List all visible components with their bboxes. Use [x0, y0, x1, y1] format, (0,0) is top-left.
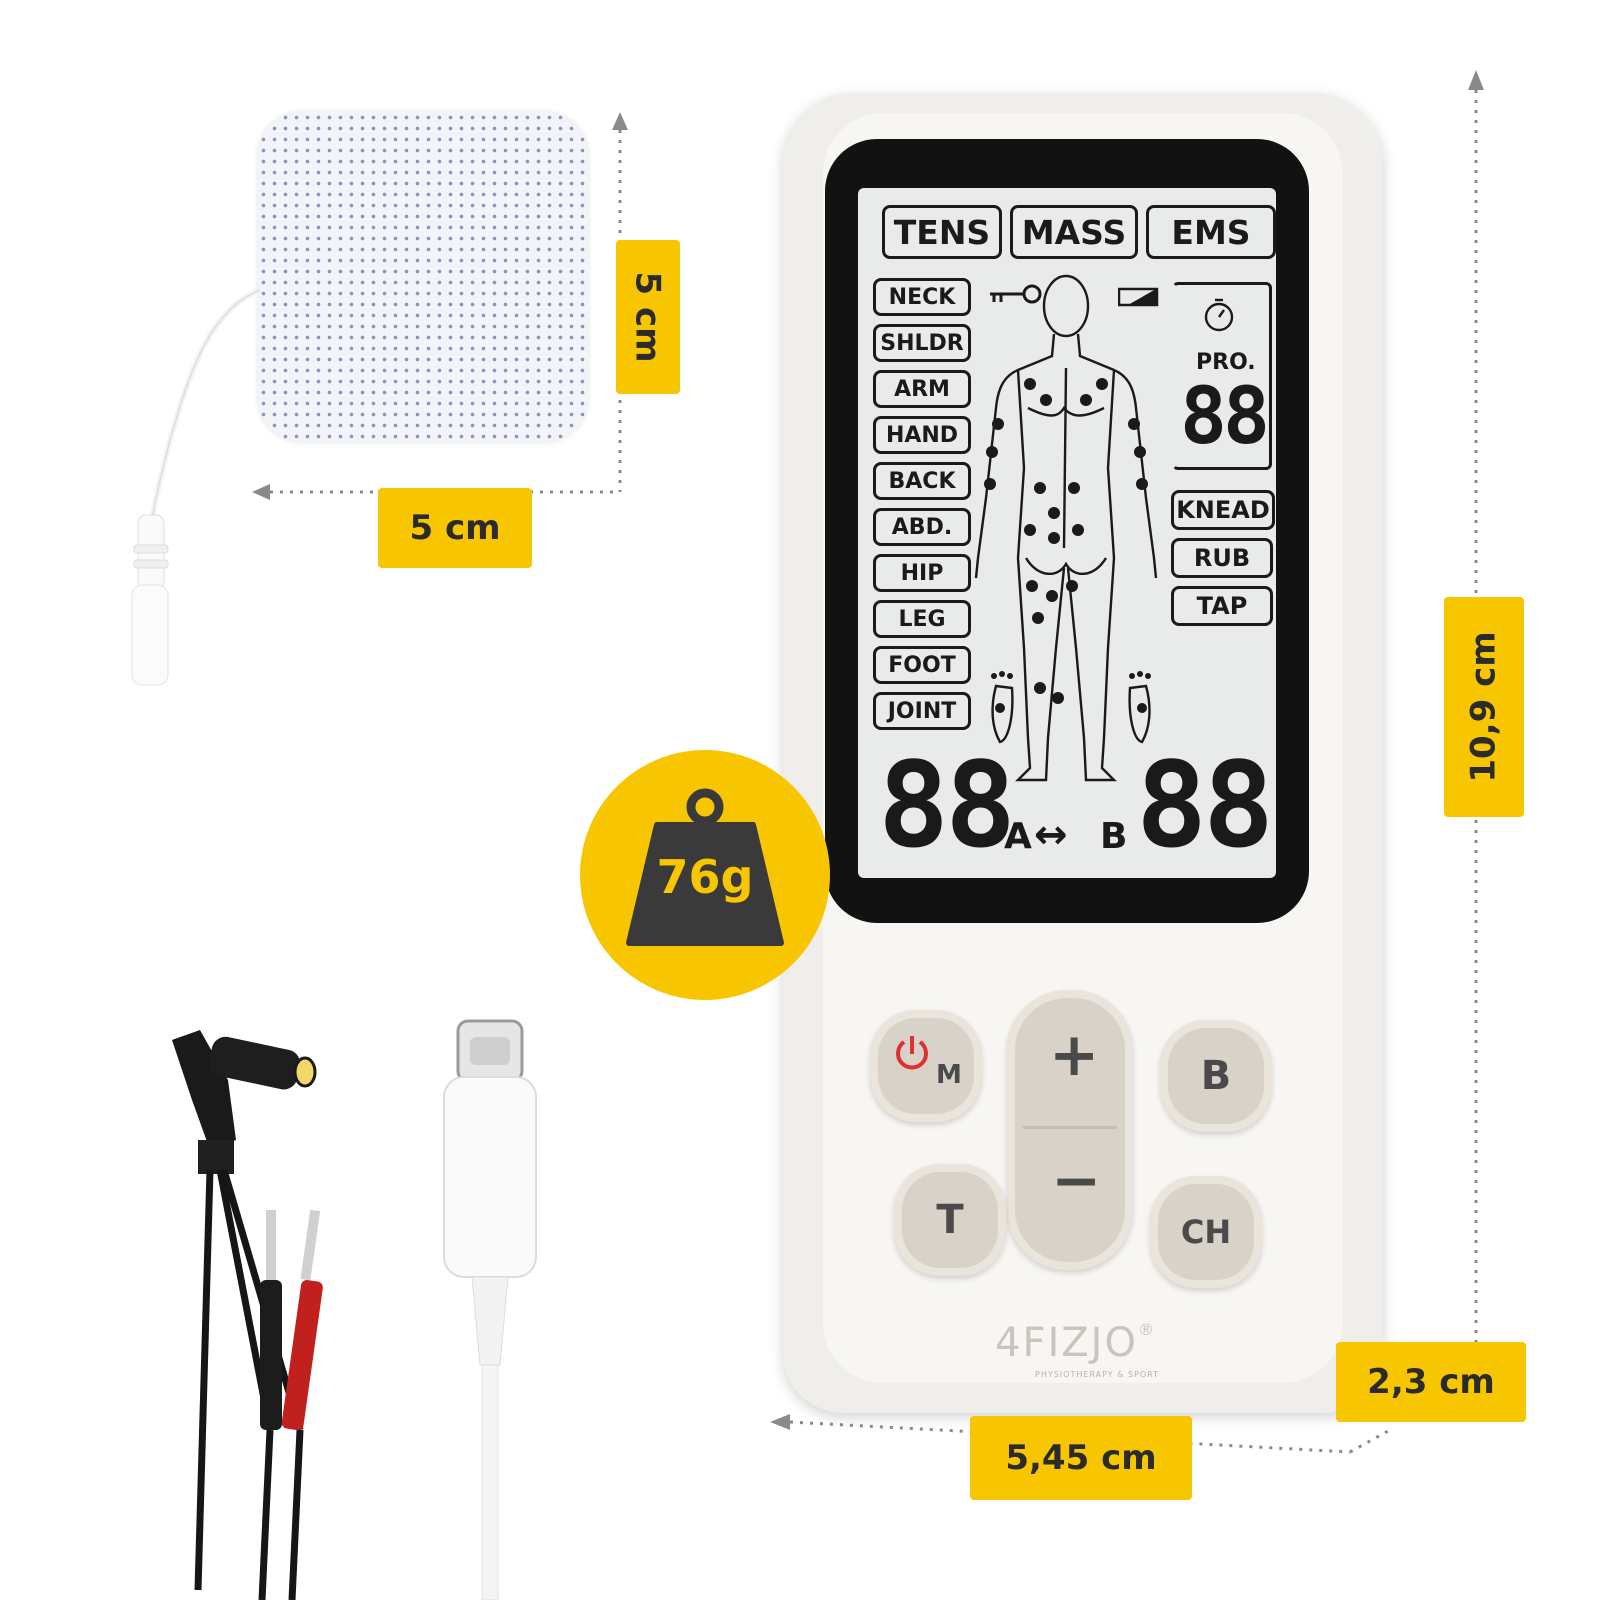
brand-tagline: PHYSIOTHERAPY & SPORT	[1035, 1370, 1160, 1379]
lcd-display	[858, 188, 1276, 878]
lcd-label-foot: FOOT	[873, 646, 971, 684]
mode-ems: EMS	[1146, 205, 1276, 259]
device-width-label: 5,45 cm	[970, 1416, 1192, 1500]
pad-width-label: 5 cm	[378, 488, 532, 568]
electrode-lead-cable	[172, 1030, 323, 1600]
minus-button[interactable]: −	[1051, 1146, 1102, 1216]
power-mode-button[interactable]: M	[870, 1010, 982, 1122]
device-dimension-lines	[770, 70, 1484, 1454]
pad-lead-wire	[131, 287, 262, 686]
lcd-label-shldr: SHLDR	[873, 324, 971, 362]
pad-dimension-lines	[252, 112, 628, 500]
timer-icon	[1204, 298, 1234, 332]
lcd-label-leg: LEG	[873, 600, 971, 638]
channel-a-intensity: 88	[878, 736, 1016, 874]
plus-button[interactable]: +	[1049, 1020, 1100, 1090]
lcd-label-tap: TAP	[1171, 586, 1273, 626]
weight-icon	[626, 788, 784, 946]
key-lock-icon	[990, 284, 1042, 304]
usb-c-cable	[443, 1019, 537, 1600]
program-label: PRO.	[1196, 350, 1256, 375]
t-button[interactable]: T	[894, 1164, 1006, 1276]
channel-swap-arrows: ↔	[1034, 812, 1068, 858]
program-panel	[1172, 282, 1272, 470]
channel-b-label: B	[1100, 816, 1128, 857]
lcd-label-back: BACK	[873, 462, 971, 500]
intensity-rocker[interactable]: + −	[1007, 990, 1133, 1270]
lcd-label-rub: RUB	[1171, 538, 1273, 578]
weight-value: 76g	[656, 850, 754, 904]
lcd-label-arm: ARM	[873, 370, 971, 408]
lcd-label-hand: HAND	[873, 416, 971, 454]
mode-tens: TENS	[882, 205, 1002, 259]
ch-button[interactable]: CH	[1150, 1176, 1262, 1288]
program-digits: 88	[1180, 372, 1270, 462]
lcd-label-hip: HIP	[873, 554, 971, 592]
battery-icon	[1118, 287, 1159, 307]
left-foot-icon	[991, 671, 1014, 744]
right-foot-icon	[1128, 671, 1151, 744]
device-depth-label: 2,3 cm	[1336, 1342, 1526, 1422]
brand-logo: 4FIZJO®	[995, 1320, 1156, 1366]
mode-letter: M	[936, 1060, 962, 1090]
mode-mass: MASS	[1010, 205, 1138, 259]
b-button[interactable]: B	[1160, 1020, 1272, 1132]
body-figure-icon	[974, 274, 1158, 782]
electrode-pad	[258, 112, 588, 442]
channel-b-intensity: 88	[1136, 736, 1274, 874]
pad-height-label: 5 cm	[616, 240, 680, 394]
lcd-label-abd: ABD.	[873, 508, 971, 546]
channel-a-label: A	[1004, 816, 1032, 857]
device-height-label: 10,9 cm	[1444, 597, 1524, 817]
lcd-label-neck: NECK	[873, 278, 971, 316]
lcd-label-knead: KNEAD	[1171, 490, 1275, 530]
rocker-divider	[1023, 1126, 1117, 1129]
lcd-label-joint: JOINT	[873, 692, 971, 730]
power-icon	[896, 1036, 928, 1070]
